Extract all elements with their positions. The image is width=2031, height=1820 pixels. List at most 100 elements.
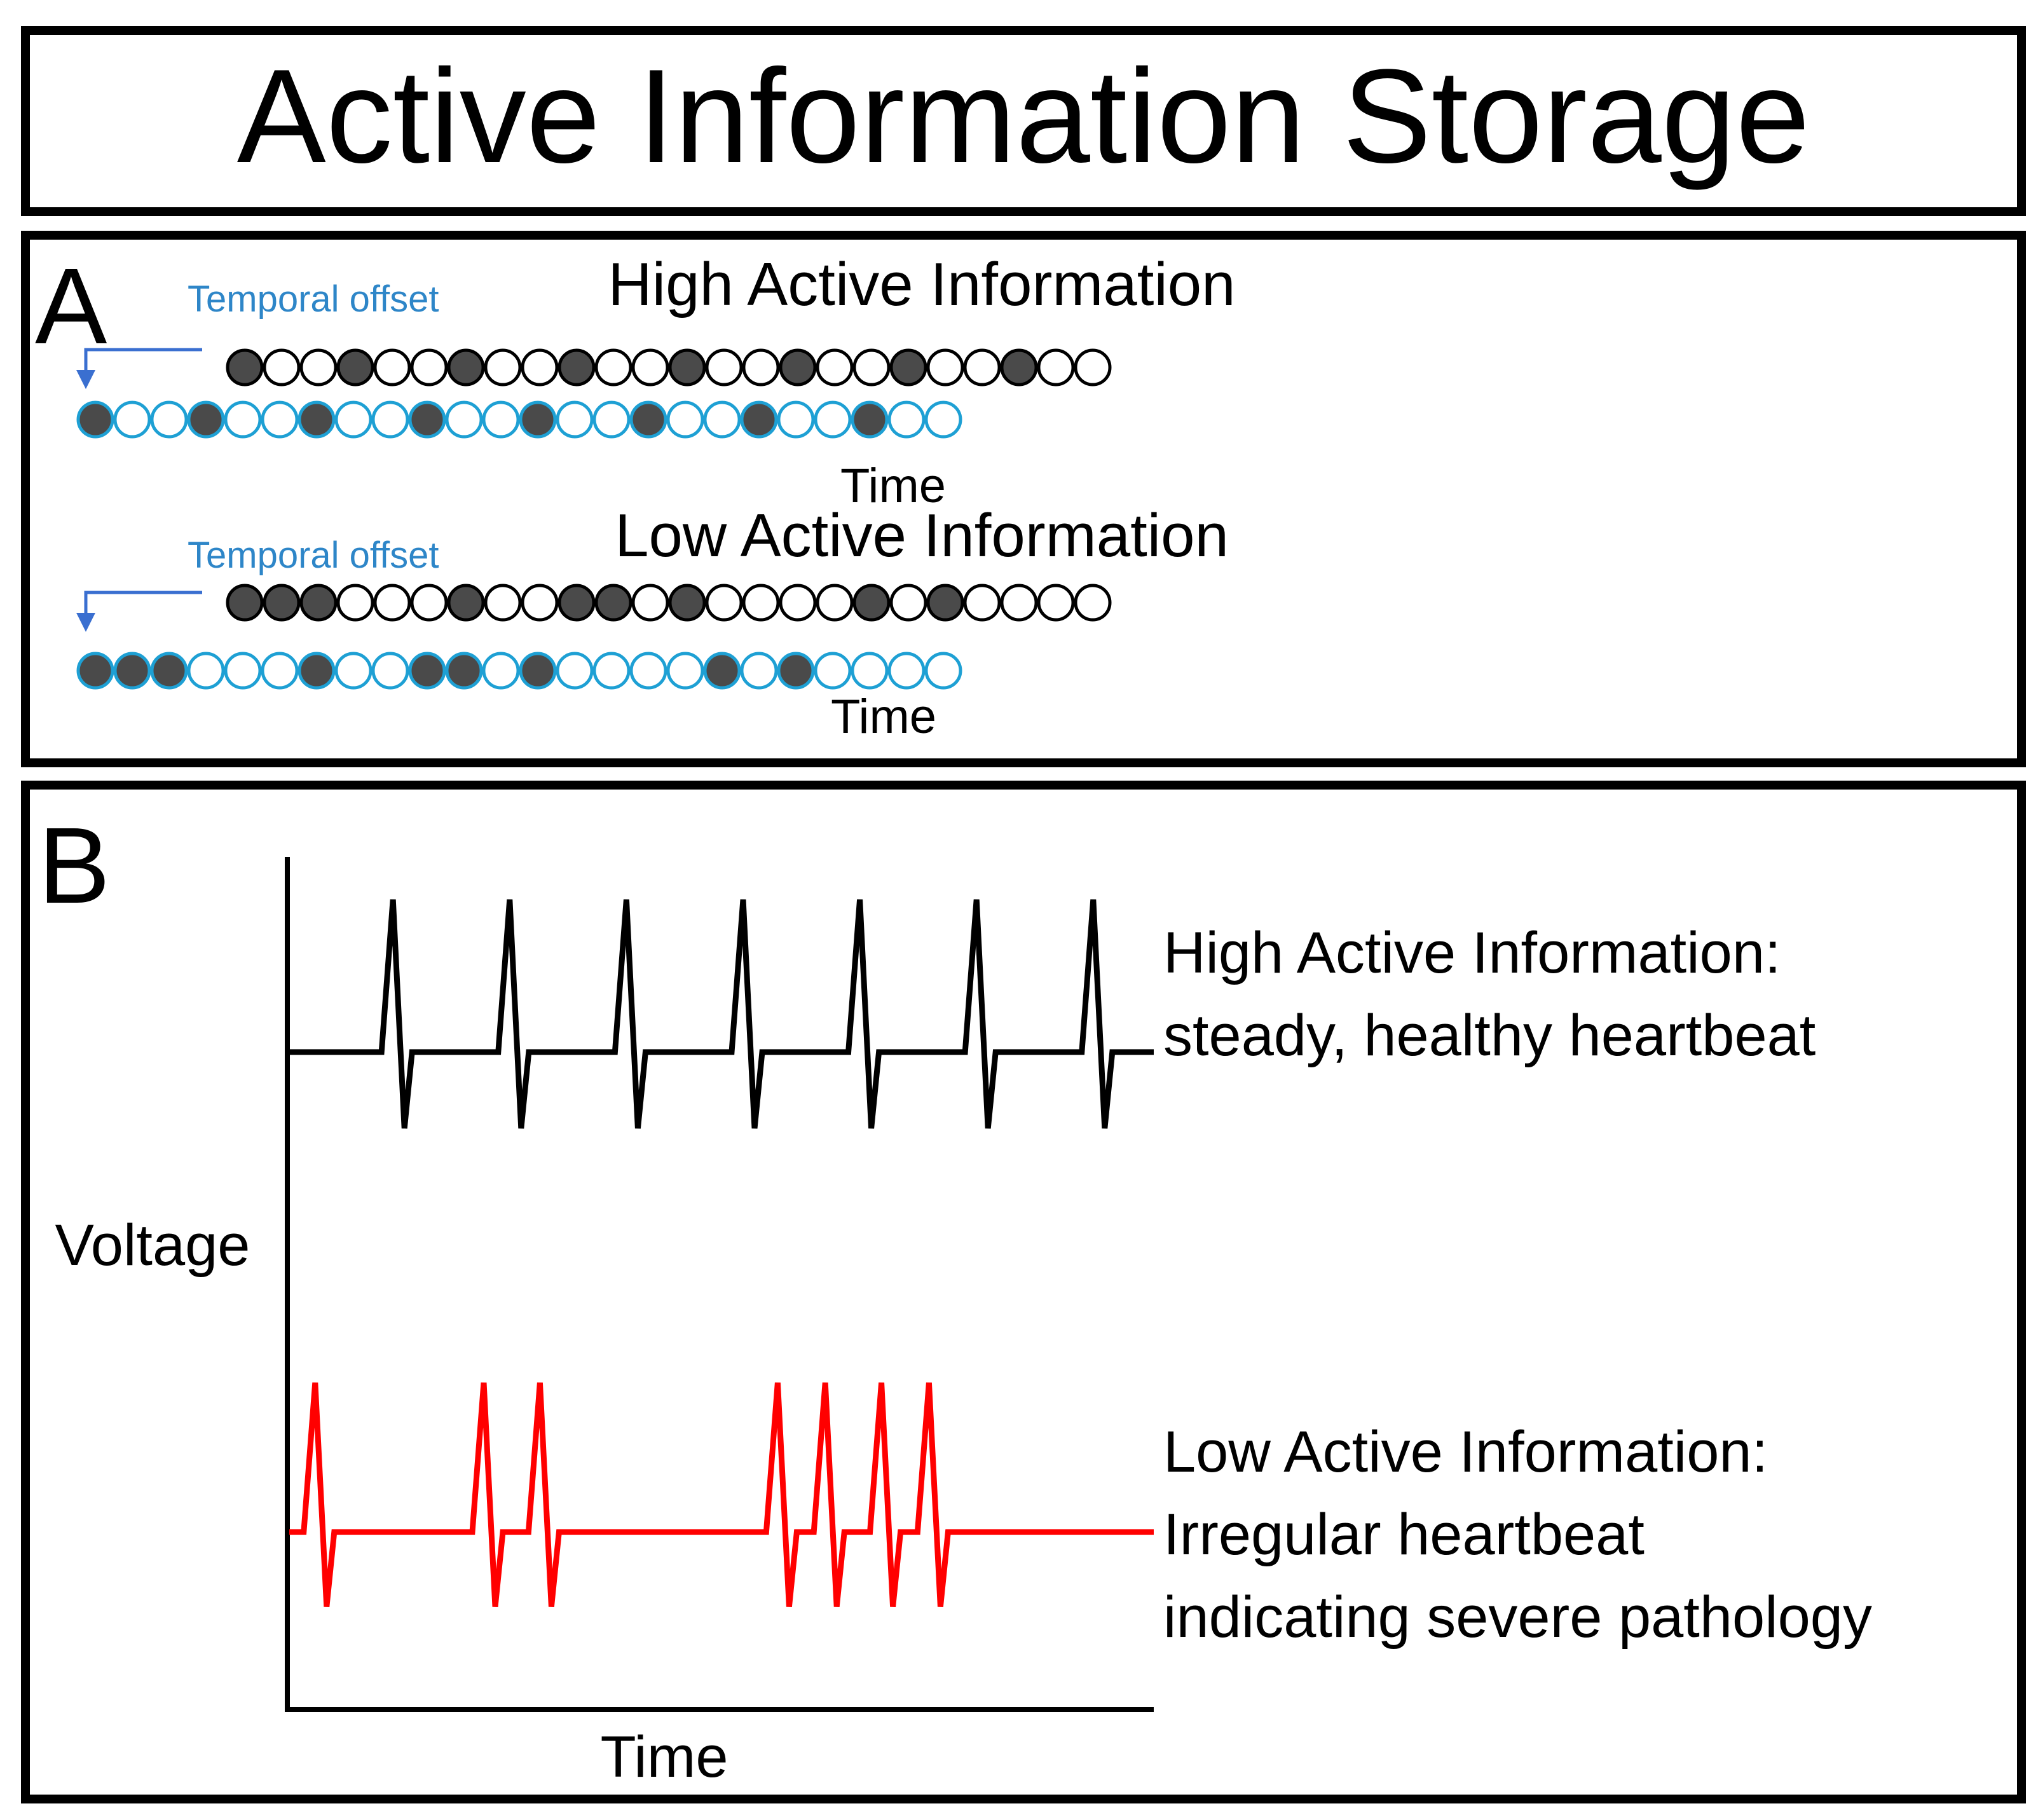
high-sequence-cell-15: [779, 348, 817, 387]
high-shifted-cell-18: [740, 400, 778, 439]
high-sequence-cell-6: [447, 348, 485, 387]
high-shifted-cell-1: [113, 400, 151, 439]
healthy-ecg-trace: [289, 899, 1154, 1129]
high-shifted-cell-17: [703, 400, 741, 439]
figure-title: Active Information Storage: [237, 41, 1810, 191]
high-sequence-cell-5: [410, 348, 448, 387]
high-shifted-cell-23: [924, 400, 962, 439]
high-shifted-cell-2: [150, 400, 188, 439]
low-sequence-cell-16: [816, 584, 854, 622]
high-shifted-cell-3: [187, 400, 225, 439]
healthy-label-line2: steady, healthy heartbeat: [1163, 1003, 1816, 1068]
high-offset-label: Temporal offset: [188, 278, 439, 320]
low-shifted-cell-13: [556, 652, 594, 690]
low-shifted-cell-19: [777, 652, 815, 690]
high-sequence-row: [226, 348, 1112, 387]
high-shifted-cell-12: [519, 400, 557, 439]
high-shifted-cell-11: [482, 400, 520, 439]
low-sequence-cell-10: [594, 584, 633, 622]
high-shifted-cell-10: [445, 400, 483, 439]
low-sequence-cell-8: [521, 584, 559, 622]
low-shifted-cell-18: [740, 652, 778, 690]
high-shifted-cell-16: [666, 400, 704, 439]
low-sequence-cell-20: [963, 584, 1001, 622]
panel-b-box: [21, 781, 2026, 1803]
low-shifted-cell-15: [629, 652, 667, 690]
low-sequence-cell-7: [484, 584, 522, 622]
high-shifted-cell-14: [592, 400, 631, 439]
high-sequence-cell-21: [1000, 348, 1038, 387]
high-sequence-cell-13: [705, 348, 743, 387]
high-shifted-cell-5: [261, 400, 299, 439]
high-shifted-cell-19: [777, 400, 815, 439]
irregular-label-line3: indicating severe pathology: [1163, 1585, 1872, 1650]
low-shifted-cell-14: [592, 652, 631, 690]
low-shifted-cell-8: [371, 652, 409, 690]
y-axis-label: Voltage: [55, 1213, 250, 1278]
low-shifted-cell-5: [261, 652, 299, 690]
high-sequence-cell-10: [594, 348, 633, 387]
high-sequence-cell-9: [557, 348, 596, 387]
high-shifted-cell-21: [851, 400, 889, 439]
low-shifted-cell-1: [113, 652, 151, 690]
high-shifted-cell-20: [814, 400, 852, 439]
low-shifted-cell-3: [187, 652, 225, 690]
low-shifted-cell-4: [224, 652, 262, 690]
low-shifted-cell-16: [666, 652, 704, 690]
low-offset-label: Temporal offset: [188, 535, 439, 576]
low-shifted-cell-9: [408, 652, 446, 690]
low-shifted-cell-10: [445, 652, 483, 690]
high-sequence-cell-19: [926, 348, 964, 387]
low-sequence-cell-11: [631, 584, 669, 622]
low-sequence-cell-12: [668, 584, 706, 622]
healthy-label-line1: High Active Information:: [1163, 920, 1781, 985]
low-sequence-cell-17: [852, 584, 891, 622]
low-sequence-cell-14: [742, 584, 780, 622]
high-sequence-cell-4: [373, 348, 411, 387]
high-shifted-cell-9: [408, 400, 446, 439]
high-sequence-cell-2: [299, 348, 338, 387]
low-shifted-cell-0: [76, 652, 114, 690]
low-shifted-cell-22: [887, 652, 926, 690]
high-shifted-cell-8: [371, 400, 409, 439]
low-shifted-cell-2: [150, 652, 188, 690]
high-shifted-cell-0: [76, 400, 114, 439]
low-shifted-cell-6: [297, 652, 336, 690]
low-sequence-cell-3: [336, 584, 374, 622]
high-sequence-cell-20: [963, 348, 1001, 387]
irregular-label-line1: Low Active Information:: [1163, 1420, 1768, 1484]
irregular-label-line2: Irregular heartbeat: [1163, 1502, 1645, 1567]
high-shifted-cell-7: [334, 400, 373, 439]
low-sequence-cell-5: [410, 584, 448, 622]
high-sequence-cell-11: [631, 348, 669, 387]
low-sequence-cell-13: [705, 584, 743, 622]
high-sequence-cell-18: [889, 348, 927, 387]
high-sequence-cell-23: [1074, 348, 1112, 387]
high-sequence-cell-3: [336, 348, 374, 387]
high-sequence-cell-22: [1037, 348, 1075, 387]
panel-a-letter: A: [35, 246, 107, 367]
low-sequence-cell-6: [447, 584, 485, 622]
high-time-label: Time: [840, 459, 946, 513]
low-shifted-cell-7: [334, 652, 373, 690]
voltage-axes: [285, 857, 1154, 1712]
panel-b-letter: B: [38, 805, 110, 926]
high-shifted-row: [76, 400, 962, 439]
low-shifted-cell-12: [519, 652, 557, 690]
low-time-label: Time: [831, 690, 936, 744]
high-shifted-cell-15: [629, 400, 667, 439]
low-shifted-row: [76, 652, 962, 690]
low-offset-arrow: [76, 591, 202, 632]
low-shifted-cell-20: [814, 652, 852, 690]
high-sequence-cell-8: [521, 348, 559, 387]
low-shifted-cell-17: [703, 652, 741, 690]
low-sequence-cell-18: [889, 584, 927, 622]
low-sequence-cell-9: [557, 584, 596, 622]
high-shifted-cell-13: [556, 400, 594, 439]
low-sequence-cell-22: [1037, 584, 1075, 622]
high-offset-arrow: [76, 348, 202, 389]
low-sequence-cell-15: [779, 584, 817, 622]
high-shifted-cell-22: [887, 400, 926, 439]
low-sequence-cell-21: [1000, 584, 1038, 622]
